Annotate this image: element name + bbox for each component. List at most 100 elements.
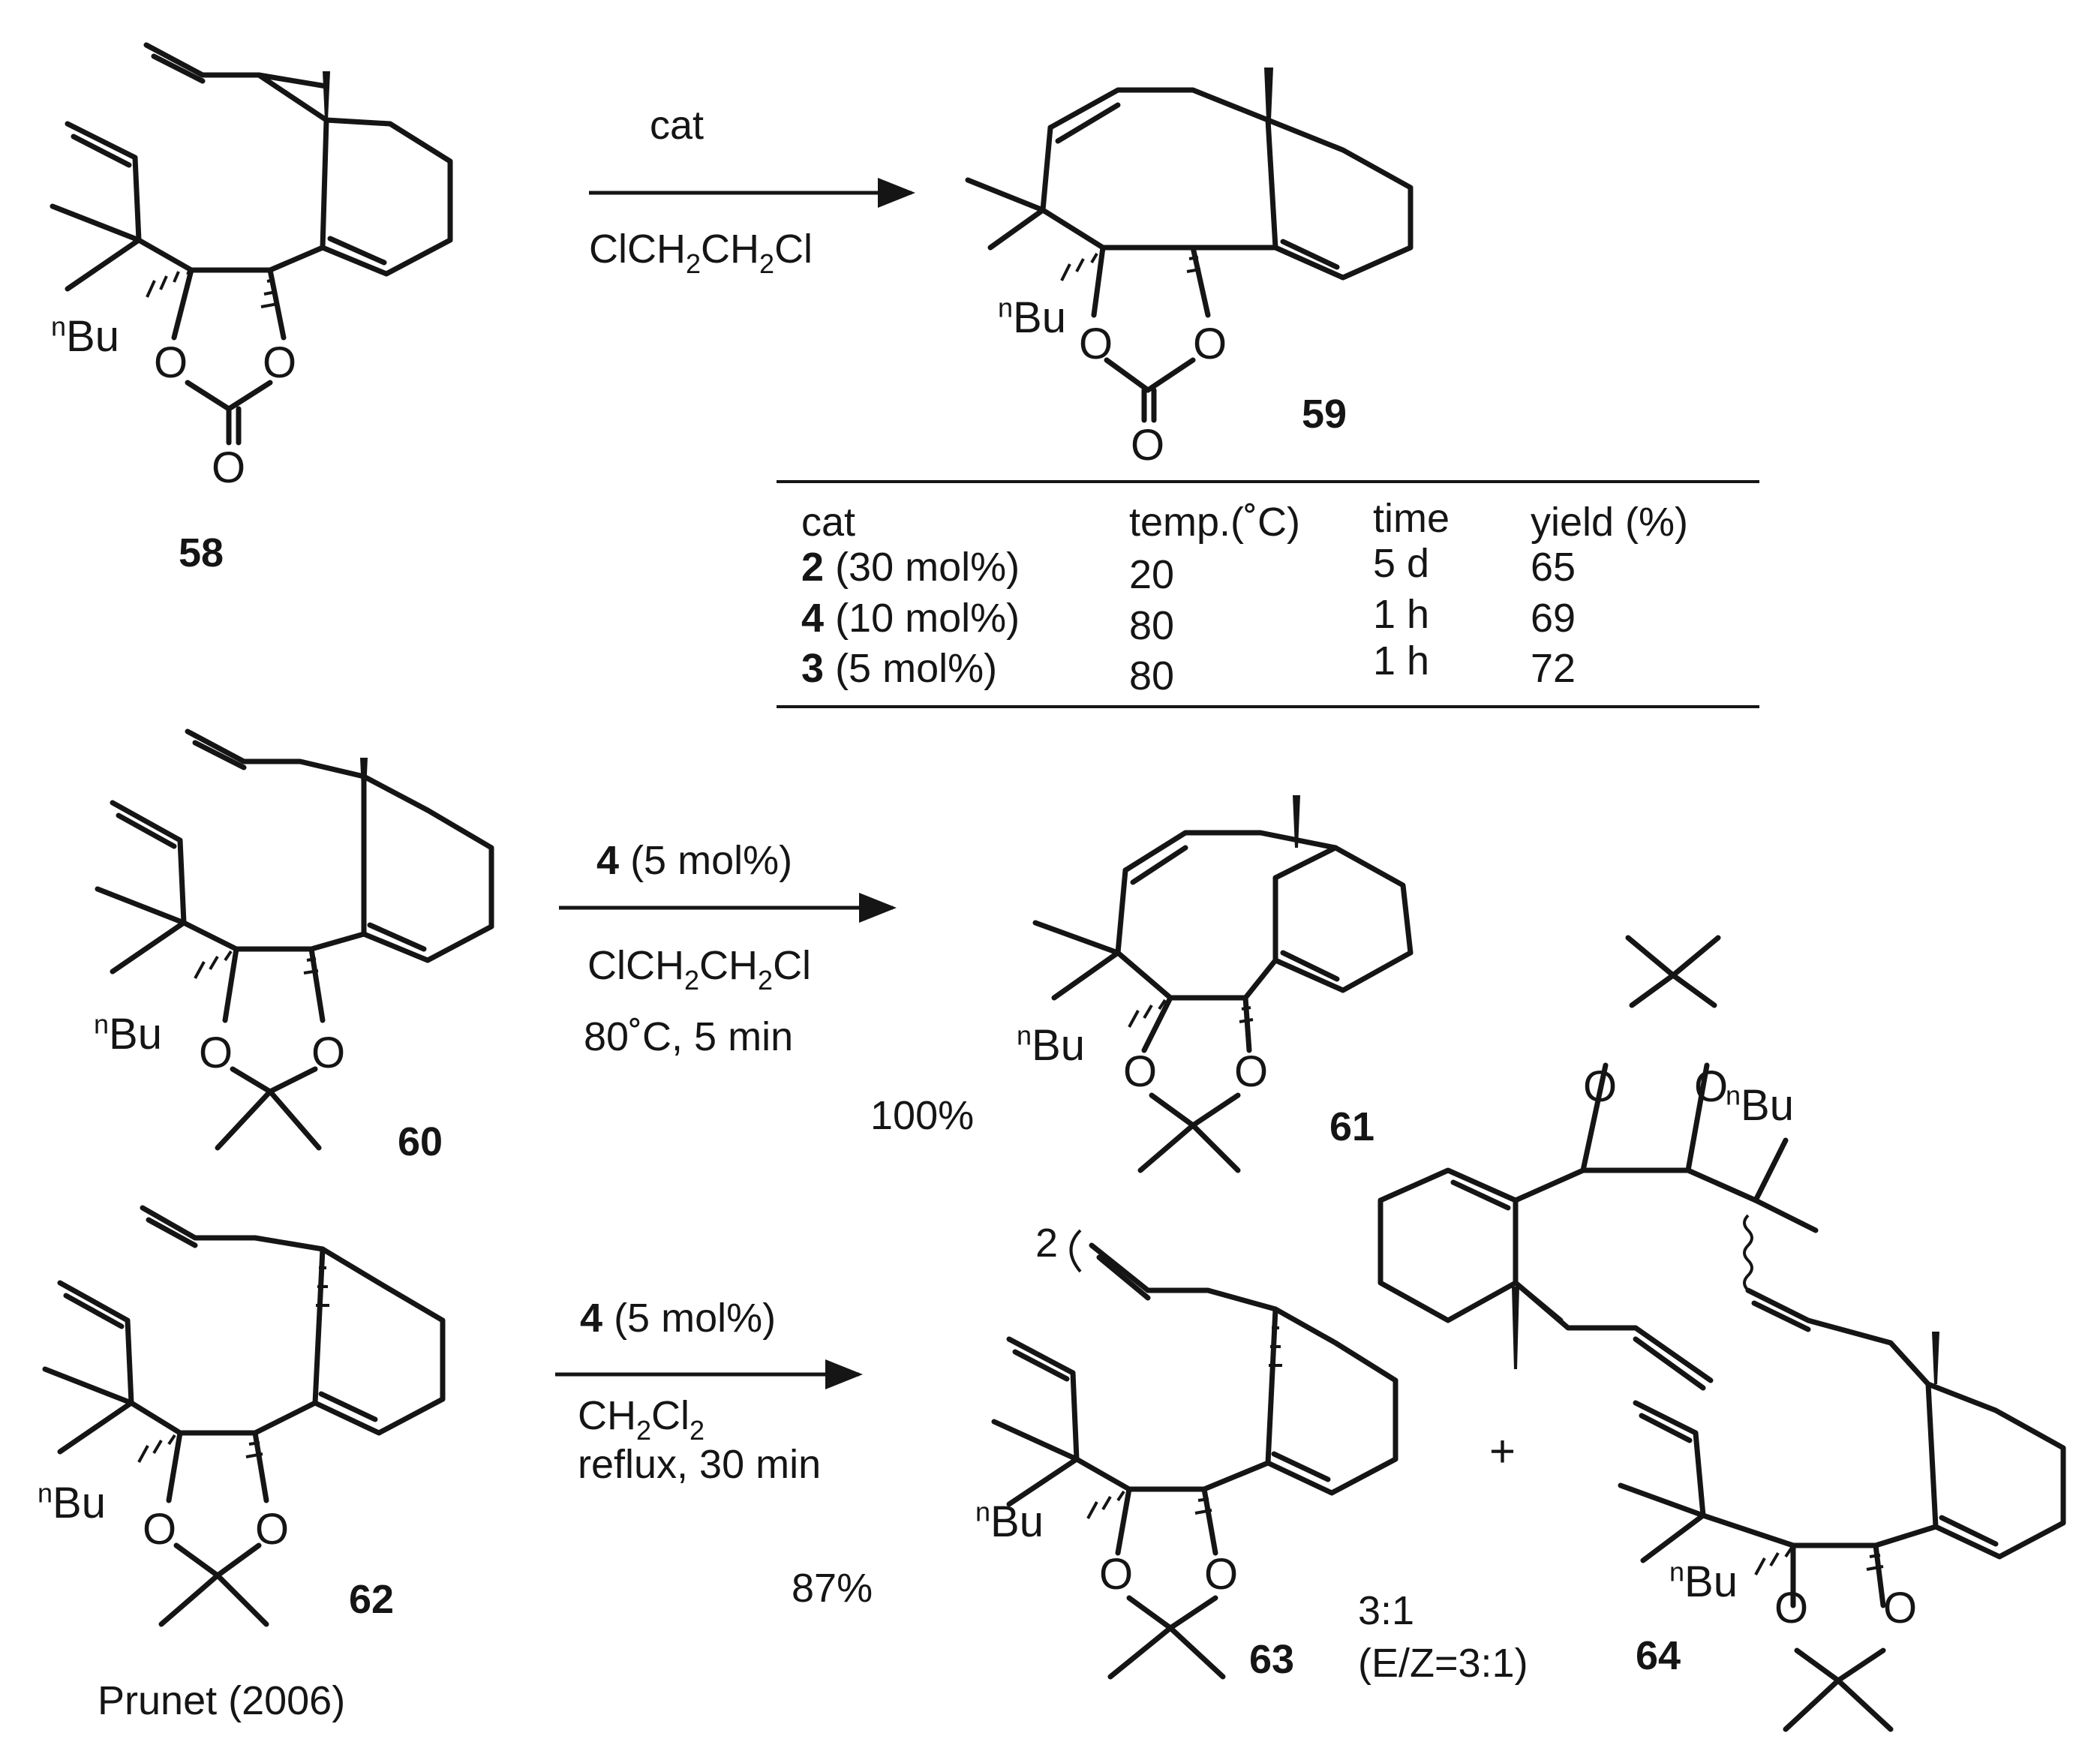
compound-label-61: 61	[1329, 1104, 1375, 1149]
ring-hashed-bond	[260, 278, 278, 308]
solvent-part: CH	[701, 227, 760, 272]
solvent-subscript: 2	[689, 1415, 705, 1446]
nbu-substituent-58: nBu	[51, 312, 119, 361]
nbu-hashed-bond	[146, 266, 192, 298]
oxygen-atom: O	[212, 443, 246, 492]
oxygen-atom: O	[1774, 1584, 1809, 1632]
dimer-count: 2	[1035, 1221, 1059, 1266]
solvent-part: CH	[578, 1393, 636, 1438]
nbu-prefix: n	[1669, 1556, 1685, 1587]
table-cell-time: 1 h	[1373, 592, 1430, 637]
oxygen-atom: O	[1883, 1584, 1918, 1632]
nbu-substituent-59: nBu	[998, 292, 1066, 340]
nbu-substituent-64-upper: nBu	[1726, 1081, 1794, 1130]
nbu-text: Bu	[1741, 1081, 1794, 1130]
oxygen-atom: O	[154, 338, 188, 387]
nbu-substituent-64-lower: nBu	[1669, 1556, 1738, 1606]
compound-label-63: 63	[1249, 1637, 1295, 1682]
compound-61-structure	[1032, 795, 1414, 1173]
table-header-cat: cat	[801, 500, 856, 545]
table-cell-temp: 80	[1129, 653, 1175, 698]
table-cell-time: 1 h	[1373, 638, 1430, 683]
oxygen-atom: O	[255, 1505, 290, 1554]
table-cell-cat: 2 (30 mol%)	[801, 544, 1020, 590]
nbu-substituent-60: nBu	[94, 1010, 162, 1059]
compound-58-structure	[50, 42, 453, 446]
solvent-subscript: 2	[758, 965, 774, 996]
nbu-text: Bu	[66, 312, 119, 361]
solvent-subscript: 2	[684, 965, 700, 996]
nbu-text: Bu	[53, 1479, 106, 1527]
solvent-part: ClCH	[587, 943, 684, 988]
nbu-prefix: n	[38, 1477, 53, 1509]
nbu-text: Bu	[1032, 1021, 1085, 1070]
oxygen-atom: O	[143, 1505, 177, 1554]
oxygen-atom: O	[1193, 320, 1227, 368]
solvent-part: CH	[699, 943, 759, 988]
nbu-text: Bu	[1684, 1557, 1738, 1606]
catalyst-number: 4	[580, 1296, 603, 1341]
compound-59-structure	[965, 68, 1414, 423]
oxygen-atom: O	[1079, 320, 1113, 368]
arrow2-yield-label: 100%	[870, 1093, 975, 1138]
catalyst-loading: (5 mol%)	[614, 1296, 777, 1341]
table-cell-temp: 80	[1129, 603, 1175, 648]
nbu-prefix: n	[975, 1496, 991, 1527]
nbu-prefix: n	[51, 311, 67, 342]
compound-64-structure	[1377, 935, 2066, 1732]
catalyst-number: 4	[596, 838, 620, 883]
arrow1-catalyst-label: cat	[650, 103, 705, 148]
nbu-substituent-61: nBu	[1017, 1021, 1085, 1070]
product-ratio: 3:1	[1358, 1588, 1415, 1633]
compound-label-62: 62	[349, 1577, 395, 1622]
catalyst-number: 3	[801, 646, 825, 691]
compound-62-structure	[42, 1205, 446, 1627]
oxygen-atom: O	[1583, 1062, 1618, 1111]
compound-63-structure	[991, 1229, 1398, 1680]
table-header-yield: yield (%)	[1531, 500, 1689, 545]
arrow3-conditions-label: reflux, 30 min	[578, 1442, 822, 1487]
nbu-text: Bu	[990, 1497, 1044, 1546]
compound-label-60: 60	[398, 1119, 443, 1164]
plus-sign: +	[1489, 1426, 1516, 1476]
table-header-temp: temp.(˚C)	[1129, 500, 1300, 545]
catalyst-loading: (5 mol%)	[630, 838, 793, 883]
solvent-subscript: 2	[686, 248, 702, 279]
table-cell-temp: 20	[1129, 552, 1175, 597]
catalyst-number: 2	[801, 545, 825, 590]
table-cell-yield: 72	[1531, 646, 1576, 691]
arrow3-solvent-label: CH2Cl2	[578, 1393, 705, 1444]
oxygen-atom: O	[1694, 1062, 1729, 1111]
arrow2-catalyst-label: 4 (5 mol%)	[596, 840, 792, 881]
arrow3-yield-label: 87%	[792, 1566, 873, 1611]
arrow1-solvent-label: ClCH2CH2Cl	[589, 227, 813, 278]
table-cell-yield: 69	[1531, 596, 1576, 641]
table-cell-time: 5 d	[1373, 541, 1430, 586]
table-cell-yield: 65	[1531, 545, 1576, 590]
nbu-prefix: n	[94, 1008, 110, 1040]
compound-label-59: 59	[1302, 392, 1347, 437]
nbu-substituent-62: nBu	[38, 1479, 106, 1527]
solvent-part: Cl	[773, 943, 812, 988]
solvent-part: ClCH	[589, 227, 686, 272]
nbu-prefix: n	[1726, 1080, 1741, 1111]
arrow2-conditions-label: 80˚C, 5 min	[584, 1014, 794, 1059]
nbu-prefix: n	[1017, 1020, 1032, 1051]
catalyst-loading: (5 mol%)	[835, 646, 998, 691]
solvent-subscript: 2	[636, 1415, 652, 1446]
ez-ratio: (E/Z=3:1)	[1358, 1641, 1528, 1686]
oxygen-atom: O	[263, 338, 297, 387]
solvent-subscript: 2	[759, 248, 775, 279]
nbu-text: Bu	[109, 1010, 162, 1059]
nbu-prefix: n	[998, 292, 1014, 323]
solvent-part: Cl	[774, 227, 813, 272]
oxygen-atom: O	[1204, 1550, 1239, 1599]
compound-label-64: 64	[1636, 1633, 1681, 1678]
oxygen-atom: O	[1123, 1047, 1158, 1096]
compound-60-structure	[95, 728, 494, 1151]
arrow3-catalyst-label: 4 (5 mol%)	[580, 1298, 776, 1338]
oxygen-atom: O	[1099, 1550, 1134, 1599]
oxygen-atom: O	[199, 1029, 233, 1077]
attribution-label: Prunet (2006)	[98, 1678, 346, 1723]
